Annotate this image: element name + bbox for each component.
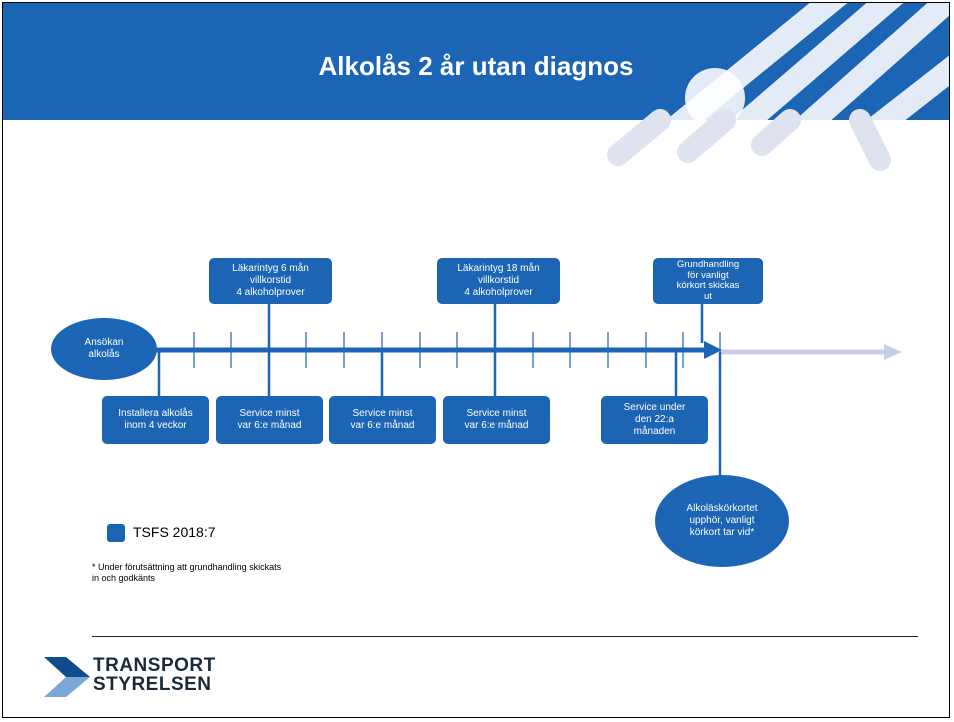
title-banner: Alkolås 2 år utan diagnos bbox=[3, 3, 949, 120]
end-node: Alkoläskörkortet upphör, vanligt körkort… bbox=[655, 475, 789, 567]
transportstyrelsen-logo-icon bbox=[44, 657, 90, 697]
logo-line-2: STYRELSEN bbox=[93, 674, 212, 695]
page-title: Alkolås 2 år utan diagnos bbox=[318, 51, 634, 81]
milestone-box-grundhandling: Grundhandling för vanligt körkort skicka… bbox=[653, 258, 763, 304]
milestone-box-6-months: Läkarintyg 6 mån villkorstid 4 alkoholpr… bbox=[209, 258, 332, 304]
banner-stripe bbox=[849, 109, 891, 171]
legend-swatch bbox=[107, 524, 125, 542]
footnote: * Under förutsättning att grundhandling … bbox=[92, 562, 282, 583]
service-box: Service minst var 6:e månad bbox=[216, 396, 323, 444]
logo-line-1: TRANSPORT bbox=[93, 655, 216, 676]
banner-stripe bbox=[751, 109, 801, 156]
future-arrow-head bbox=[884, 344, 902, 360]
start-node: Ansökan alkolås bbox=[51, 318, 157, 380]
banner-decoration bbox=[666, 3, 949, 120]
legend-label: TSFS 2018:7 bbox=[133, 524, 216, 540]
service-box-month-22: Service under den 22:a månaden bbox=[601, 396, 708, 444]
footer-divider bbox=[92, 636, 918, 637]
timeline-arrow-head bbox=[704, 341, 722, 359]
service-box: Service minst var 6:e månad bbox=[443, 396, 550, 444]
service-box-install: Installera alkolås inom 4 veckor bbox=[102, 396, 209, 444]
banner-stripe bbox=[607, 109, 671, 166]
connectors bbox=[157, 298, 722, 480]
milestone-box-18-months: Läkarintyg 18 mån villkorstid 4 alkoholp… bbox=[437, 258, 560, 304]
banner-stripe bbox=[677, 109, 736, 163]
logo-wordmark: TRANSPORT STYRELSEN bbox=[93, 656, 216, 694]
service-box: Service minst var 6:e månad bbox=[329, 396, 436, 444]
